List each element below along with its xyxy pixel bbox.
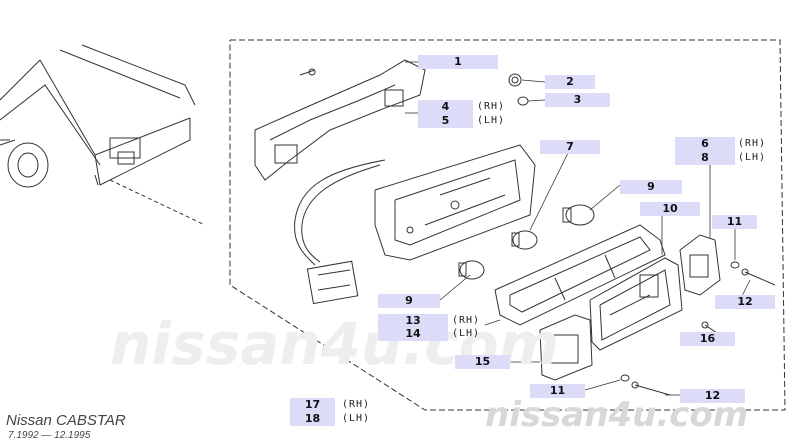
part-label-8[interactable]: 8 [675,151,735,165]
part-label-18[interactable]: 18 [290,412,335,426]
truck-illustration [0,44,206,226]
part-label-5[interactable]: 5 [418,114,473,128]
part-label-9-lower[interactable]: 9 [378,294,440,308]
part-label-12-lower[interactable]: 12 [680,389,745,403]
gasket-part [494,224,666,326]
part-label-7[interactable]: 7 [540,140,600,154]
part-side-5: (LH) [477,115,506,126]
small-lens-part [539,314,593,381]
part-label-9-upper[interactable]: 9 [620,180,682,194]
side-lens-part [679,234,721,296]
part-side-8: (LH) [738,152,767,163]
part-side-14: (LH) [452,328,481,339]
part-label-4[interactable]: 4 [418,100,473,114]
assembly-frame [229,39,786,411]
part-label-13[interactable]: 13 [378,314,448,328]
part-label-10[interactable]: 10 [640,202,700,216]
bulb-parts [458,204,595,280]
part-side-17: (RH) [342,399,371,410]
part-label-2[interactable]: 2 [545,75,595,89]
part-label-15[interactable]: 15 [455,355,510,369]
model-name: Nissan CABSTAR [6,412,126,429]
part-label-11-lower[interactable]: 11 [530,384,585,398]
part-label-11-upper[interactable]: 11 [712,215,757,229]
wiring-harness [294,159,386,305]
part-label-1[interactable]: 1 [418,55,498,69]
part-label-3[interactable]: 3 [545,93,610,107]
main-lens-part [589,257,683,351]
housing-part [374,144,536,261]
part-label-6[interactable]: 6 [675,137,735,151]
fastener-parts [508,73,776,396]
bracket-part [254,59,426,181]
part-side-4: (RH) [477,101,506,112]
part-label-14[interactable]: 14 [378,327,448,341]
part-label-12-upper[interactable]: 12 [715,295,775,309]
part-label-17[interactable]: 17 [290,398,335,412]
part-side-18: (LH) [342,413,371,424]
model-years: 7.1992 — 12.1995 [8,430,91,441]
part-label-16[interactable]: 16 [680,332,735,346]
part-side-13: (RH) [452,315,481,326]
part-side-6: (RH) [738,138,767,149]
